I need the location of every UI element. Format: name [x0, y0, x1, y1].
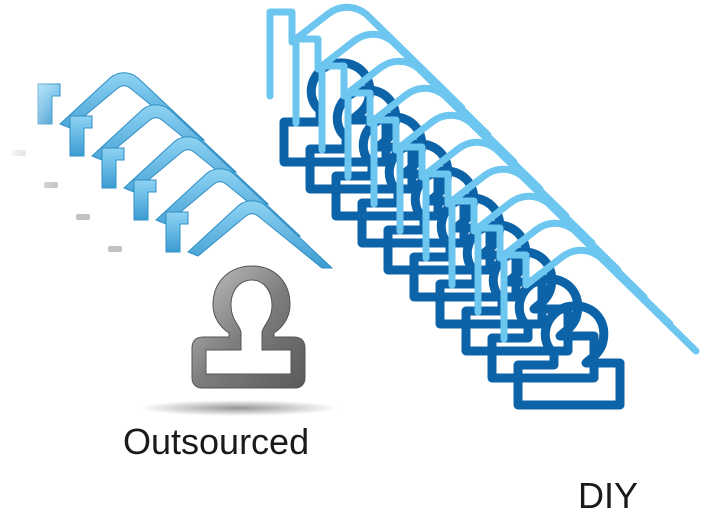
ground-shadow	[138, 400, 338, 416]
roof-outline-icon	[422, 165, 622, 274]
chimney-icon	[133, 179, 157, 221]
roof-icon	[187, 200, 334, 269]
chimney-icon	[165, 211, 189, 253]
diy-house	[500, 246, 700, 410]
roof-outline-icon	[266, 3, 466, 112]
outsourced-label: Outsourced	[123, 421, 310, 462]
person-in-house-icon	[191, 265, 306, 389]
diy-label: DIY	[578, 475, 639, 514]
chimney-icon	[101, 147, 125, 189]
chimney-icon	[69, 115, 93, 157]
roof-outline-icon	[370, 111, 570, 220]
roof-outline-icon	[318, 57, 518, 166]
roof-outline-icon	[344, 84, 544, 193]
roof-outline-icon	[448, 192, 648, 301]
roof-outline-icon	[474, 219, 674, 328]
roof-outline-icon	[500, 246, 700, 355]
diy-house-stack	[266, 3, 700, 410]
hidden-person-stub	[76, 214, 90, 220]
outsourced-house	[126, 200, 386, 382]
roof-outline-icon	[292, 30, 492, 139]
person-outline-icon	[513, 301, 625, 410]
left-fade-overlay	[0, 70, 60, 400]
roof-outline-icon	[396, 138, 596, 247]
hidden-person-stub	[108, 246, 122, 252]
